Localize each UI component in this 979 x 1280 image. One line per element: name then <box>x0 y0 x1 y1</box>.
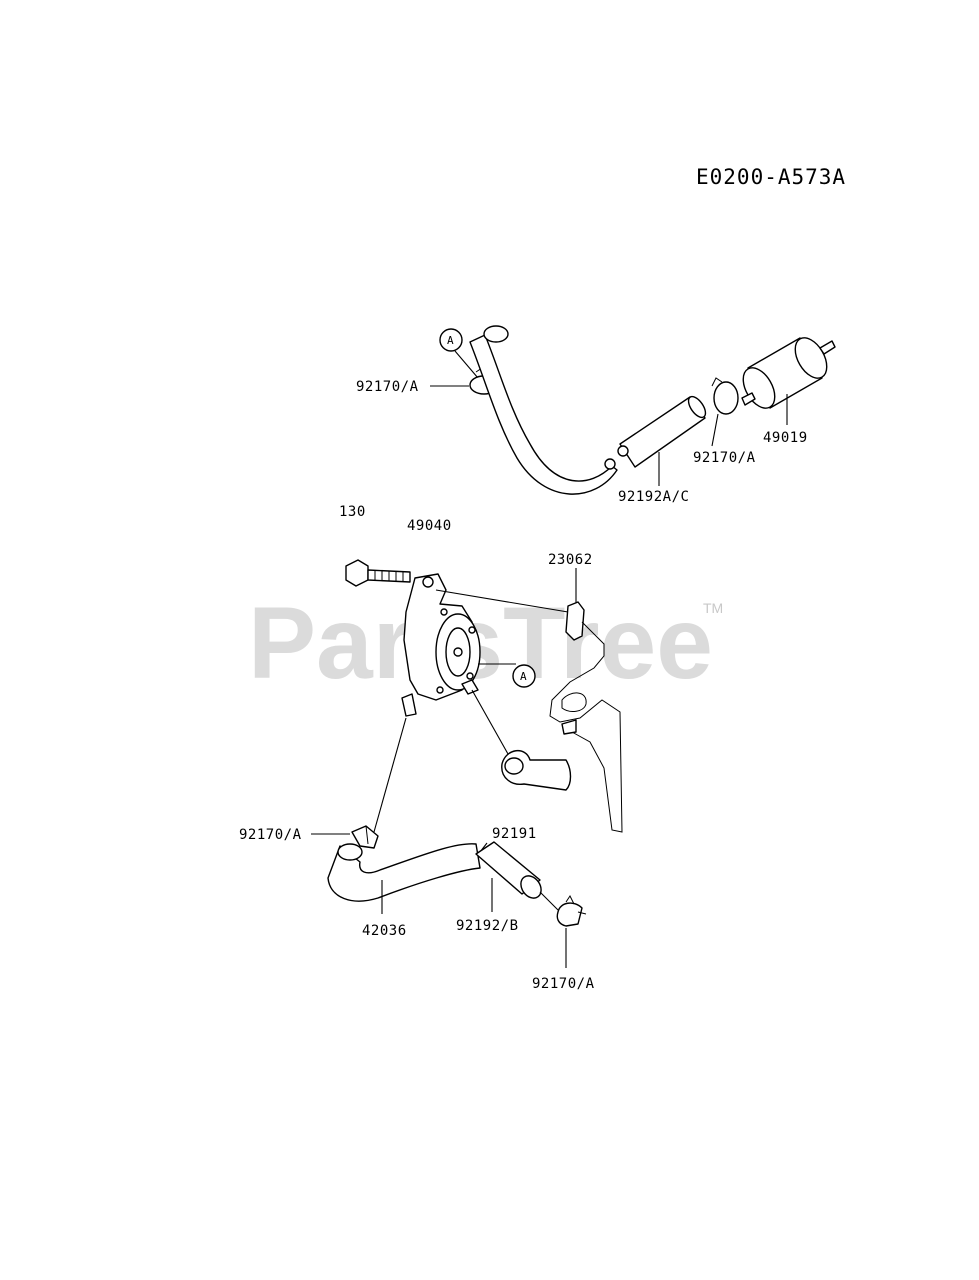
label-hose-92192b: 92192/B <box>456 918 519 934</box>
elbow-hose-part[interactable] <box>501 750 572 791</box>
fuel-filter-part[interactable] <box>737 332 836 425</box>
label-filter: 49019 <box>763 430 808 446</box>
fuel-pump-part[interactable] <box>401 573 481 717</box>
bracket-part[interactable] <box>549 601 623 833</box>
label-ref-130: 130 <box>339 504 366 520</box>
svg-text:A: A <box>447 334 454 347</box>
label-hose-bottom: 42036 <box>362 923 407 939</box>
bolt-part[interactable] <box>345 559 411 587</box>
label-clamp-right: 92170/A <box>693 450 756 466</box>
label-hose-top: 92192A/C <box>618 489 689 505</box>
callout-a-top[interactable]: A <box>439 328 479 379</box>
trademark: TM <box>703 600 723 616</box>
label-bracket: 23062 <box>548 552 593 568</box>
label-hose-92191: 92191 <box>492 826 537 842</box>
label-clamp-top: 92170/A <box>356 379 419 395</box>
label-pump: 49040 <box>407 518 452 534</box>
hose-bottom-part[interactable] <box>327 843 481 902</box>
clamp-right-part[interactable] <box>711 377 739 447</box>
clamp-bottom-part[interactable] <box>556 895 587 927</box>
hose-92192b-part[interactable] <box>475 841 545 902</box>
clamp-mid-part[interactable] <box>351 825 379 849</box>
callout-a-pump[interactable]: A <box>512 664 536 688</box>
svg-text:A: A <box>520 670 527 683</box>
diagram-code: E0200-A573A <box>696 165 846 189</box>
hose-top-straight[interactable] <box>617 394 709 486</box>
label-clamp-bottom: 92170/A <box>532 976 595 992</box>
watermark: PartsTree <box>248 586 713 700</box>
hose-top-curved[interactable] <box>469 325 618 495</box>
label-clamp-mid: 92170/A <box>239 827 302 843</box>
